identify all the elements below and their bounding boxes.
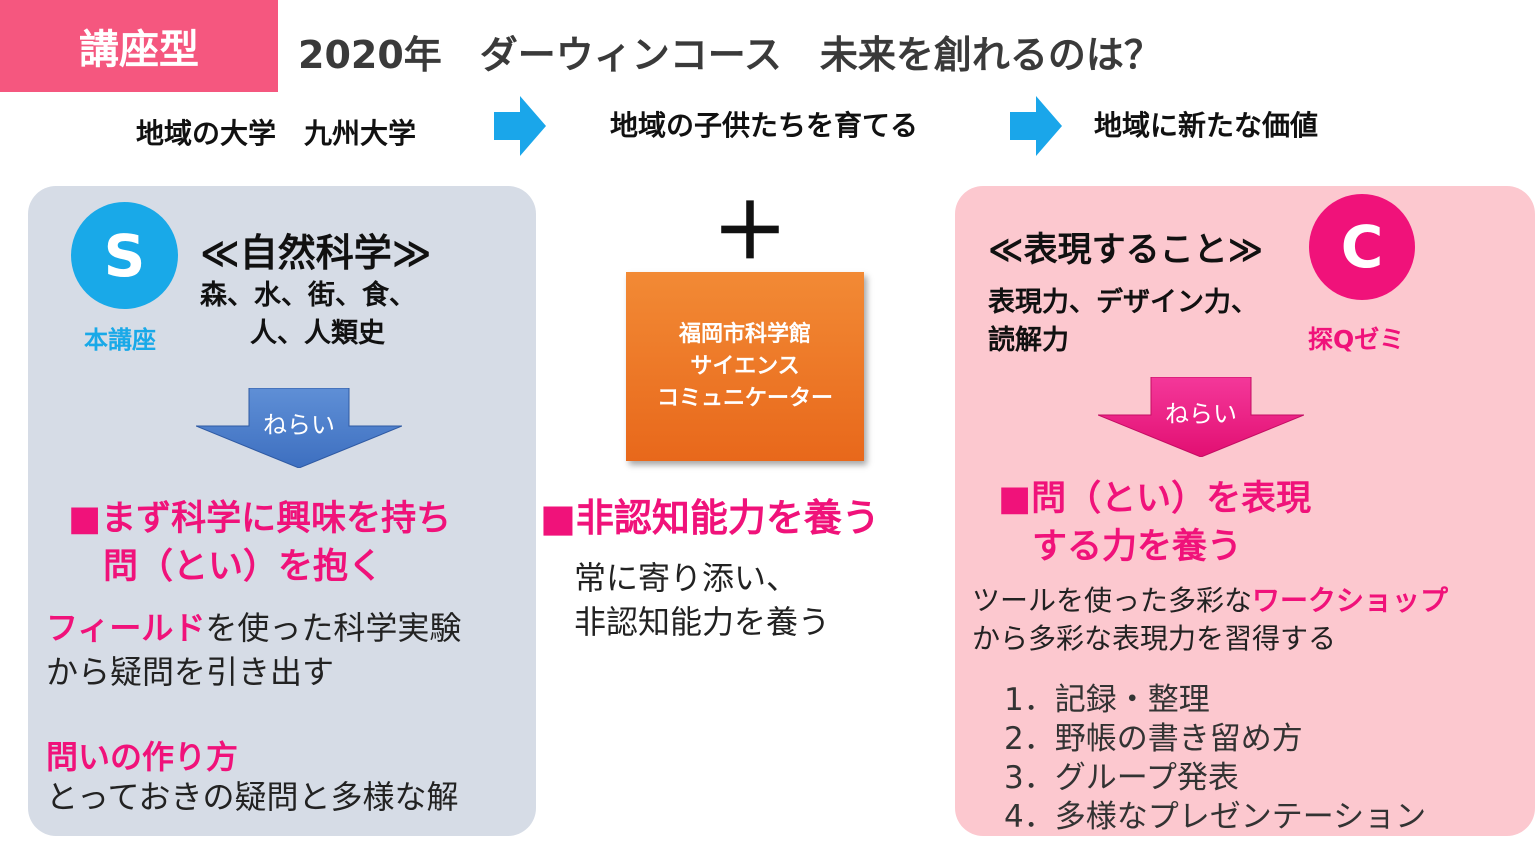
nerai-down-arrow-icon bbox=[196, 388, 402, 468]
workshop-highlight: ワークショップ bbox=[1252, 584, 1449, 617]
tag-label: 講座型 bbox=[79, 27, 199, 73]
nerai-label: ねらい bbox=[1165, 400, 1237, 428]
box-line1: 福岡市科学館 bbox=[678, 321, 811, 347]
expression-heading: ≪表現すること≫ bbox=[988, 230, 1264, 270]
expression-topics-line1: 表現力、デザイン力、 bbox=[988, 287, 1258, 318]
c-badge-caption: 探Qゼミ bbox=[1308, 325, 1405, 354]
science-topics-line2: 人、人類史 bbox=[250, 318, 385, 349]
flow-arrow-icon bbox=[494, 96, 546, 156]
noncognitive-text-line2: 非認知能力を養う bbox=[574, 603, 831, 641]
plus-icon: ＋ bbox=[712, 187, 788, 276]
howto-title: 問いの作り方 bbox=[46, 738, 239, 776]
expression-goal-line1: ■問（とい）を表現 bbox=[998, 479, 1312, 519]
workshop-line1: ツールを使った多彩なワークショップ bbox=[972, 582, 1448, 620]
s-badge-letter: S bbox=[103, 221, 146, 290]
flow-step-children: 地域の子供たちを育てる bbox=[610, 109, 919, 142]
list-item: 1．記録・整理 bbox=[1004, 682, 1210, 718]
field-highlight: フィールド bbox=[46, 609, 206, 647]
expression-panel bbox=[955, 186, 1535, 836]
flow-step-value: 地域に新たな価値 bbox=[1094, 109, 1319, 142]
flow-arrow-icon bbox=[1010, 96, 1062, 156]
list-item: 3．グループ発表 bbox=[1004, 760, 1239, 796]
expression-goal-line2: する力を養う bbox=[1032, 527, 1243, 567]
noncognitive-goal: ■非認知能力を養う bbox=[540, 496, 880, 540]
flow-step-university: 地域の大学 九州大学 bbox=[136, 117, 417, 150]
c-badge-letter: C bbox=[1340, 213, 1384, 281]
noncognitive-text-line1: 常に寄り添い、 bbox=[574, 559, 799, 597]
list-item: 2．野帳の書き留め方 bbox=[1004, 721, 1303, 757]
workshop-line2: から多彩な表現力を習得する bbox=[972, 622, 1337, 655]
howto-text: とっておきの疑問と多様な解 bbox=[46, 778, 459, 816]
nerai-label: ねらい bbox=[263, 411, 335, 439]
box-line2: サイエンス bbox=[690, 353, 800, 379]
nerai-down-arrow-icon bbox=[1098, 377, 1304, 457]
science-goal-line1: ■まず科学に興味を持ち bbox=[68, 499, 452, 539]
c-badge: C bbox=[1309, 194, 1415, 300]
field-experiment-line2: から疑問を引き出す bbox=[46, 653, 335, 691]
page-title: 2020年 ダーウィンコース 未来を創れるのは？ bbox=[298, 33, 1162, 77]
science-topics-line1: 森、水、街、食、 bbox=[200, 280, 416, 311]
expression-topics-line2: 読解力 bbox=[988, 325, 1069, 356]
s-badge: S bbox=[71, 202, 178, 309]
workshop-prefix: ツールを使った多彩な bbox=[972, 584, 1253, 617]
field-experiment-line1: フィールドを使った科学実験 bbox=[46, 606, 461, 650]
lecture-type-tag: 講座型 bbox=[0, 0, 278, 92]
s-badge-caption: 本講座 bbox=[84, 326, 156, 354]
box-line3: コミュニケーター bbox=[656, 385, 833, 411]
list-item: 4．多様なプレゼンテーション bbox=[1004, 799, 1427, 835]
field-rest: を使った科学実験 bbox=[205, 609, 462, 647]
science-heading: ≪自然科学≫ bbox=[200, 231, 432, 275]
science-communicator-box: 福岡市科学館 サイエンス コミュニケーター bbox=[626, 272, 864, 461]
science-goal-line2: 問（とい）を抱く bbox=[103, 547, 384, 587]
